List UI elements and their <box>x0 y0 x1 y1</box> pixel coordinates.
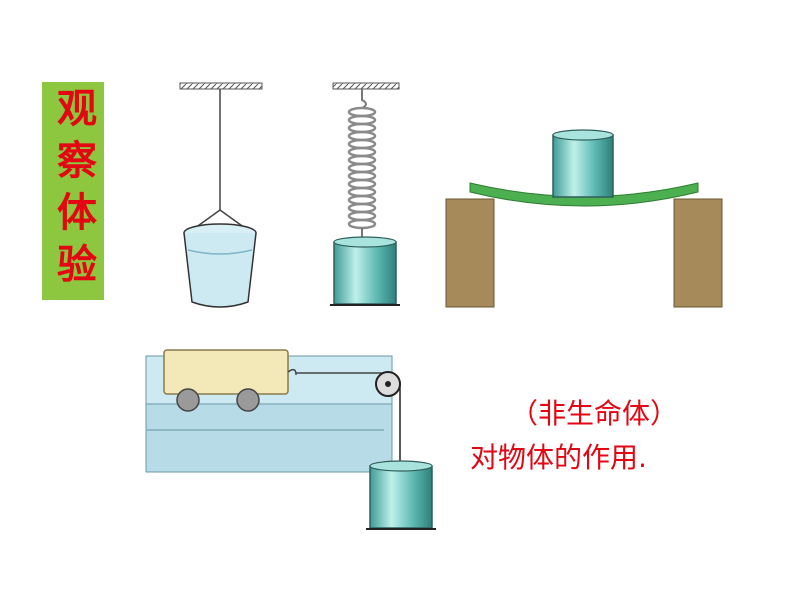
slide-title: 观察体验 <box>42 82 104 300</box>
caption-line-1: （非生命体） <box>510 397 679 430</box>
weight-on-spring-illustration <box>330 82 400 306</box>
caption-line-2: 对物体的作用. <box>470 441 647 474</box>
caption: （非生命体） 对物体的作用. <box>470 392 770 480</box>
bucket-on-rope-illustration <box>179 82 263 308</box>
cart-pulley-illustration <box>145 349 436 530</box>
weight-on-plank-illustration <box>445 129 723 308</box>
